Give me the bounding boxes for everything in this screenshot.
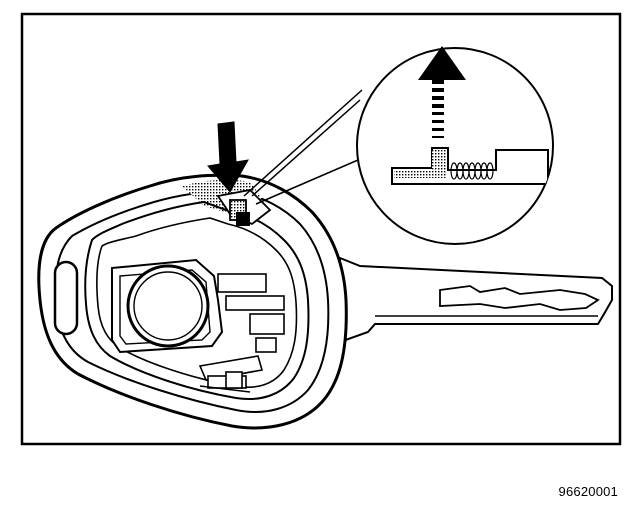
key-head: [37, 173, 348, 430]
figure-code: 96620001: [558, 484, 618, 499]
battery-cell: [126, 264, 210, 348]
key-blade: [339, 256, 613, 344]
detail-circle: [356, 47, 554, 245]
spring-icon: [450, 162, 494, 180]
keyring-slot: [53, 260, 79, 336]
detail-leader-lines: [243, 89, 363, 205]
diagram-frame: [20, 12, 622, 446]
arrow-down-icon: [207, 121, 249, 193]
arrow-up-icon: [418, 46, 466, 138]
